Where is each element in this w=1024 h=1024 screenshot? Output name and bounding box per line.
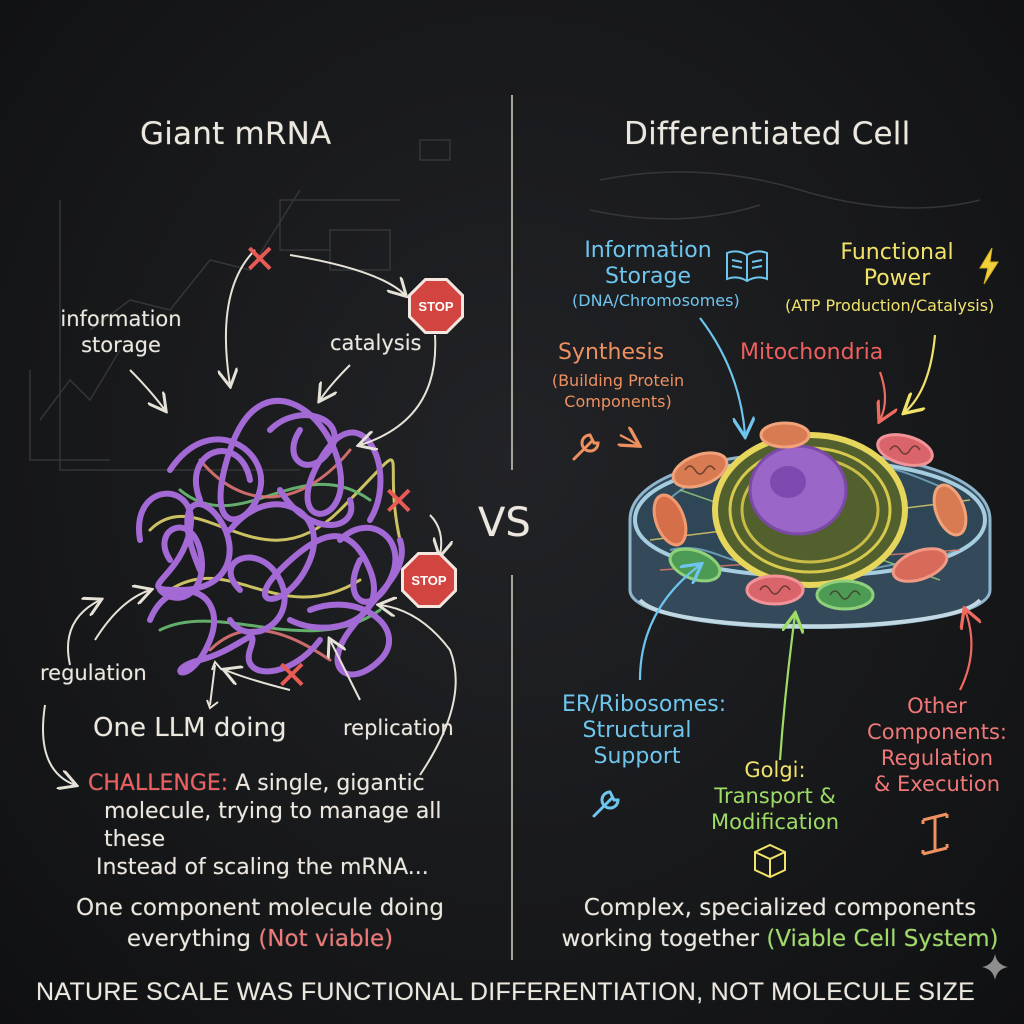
label-mitochondria: Mitochondria (740, 340, 884, 365)
label-other-components: Other Components: Regulation & Execution (867, 694, 1007, 796)
label-dna-chromosomes: (DNA/Chromosomes) (572, 291, 740, 310)
stop-sign-icon: STOP (401, 552, 457, 608)
label-catalysis: catalysis (330, 331, 422, 355)
box-icon (754, 843, 786, 879)
book-icon (726, 250, 768, 283)
x-mark-icon: ✕ (275, 653, 309, 699)
left-summary: One component molecule doing everything … (76, 895, 444, 952)
tangled-mrna-molecule (136, 397, 405, 678)
stop-sign-icon: STOP (408, 278, 464, 334)
challenge-text: CHALLENGE: A single, gigantic molecule, … (88, 771, 442, 880)
left-panel-title: Giant mRNA (140, 116, 332, 152)
x-mark-icon: ✕ (382, 479, 416, 525)
label-functional-power: Functional Power (840, 240, 954, 291)
x-mark-icon: ✕ (243, 237, 277, 283)
right-summary: Complex, specialized components working … (561, 895, 999, 952)
label-regulation: regulation (40, 661, 147, 685)
sparkle-icon (982, 954, 1008, 980)
label-golgi: Golgi: Transport & Modification (711, 758, 839, 834)
label-er-ribosomes: ER/Ribosomes: Structural Support (562, 692, 727, 769)
left-arrows (42, 249, 457, 800)
label-information-storage: Information Storage (584, 238, 712, 289)
center-divider (511, 95, 513, 960)
lightning-icon (979, 247, 999, 285)
vs-label: VS (478, 500, 531, 546)
label-synthesis: Synthesis (558, 340, 665, 365)
right-panel-title: Differentiated Cell (624, 116, 911, 152)
wrench-icon (592, 790, 620, 818)
label-building-protein: (Building Protein Components) (551, 371, 685, 411)
label-replication: replication (343, 716, 454, 740)
right-arrows (0, 317, 1024, 761)
label-information-storage: information storage (60, 307, 182, 357)
wrench-icon (572, 433, 600, 461)
girder-icon (921, 812, 949, 856)
label-one-llm: One LLM doing (93, 713, 287, 743)
label-atp-production: (ATP Production/Catalysis) (785, 296, 995, 315)
footer-banner: NATURE SCALE WAS FUNCTIONAL DIFFERENTIAT… (36, 978, 976, 1006)
challenge-keyword: CHALLENGE: (88, 771, 229, 796)
